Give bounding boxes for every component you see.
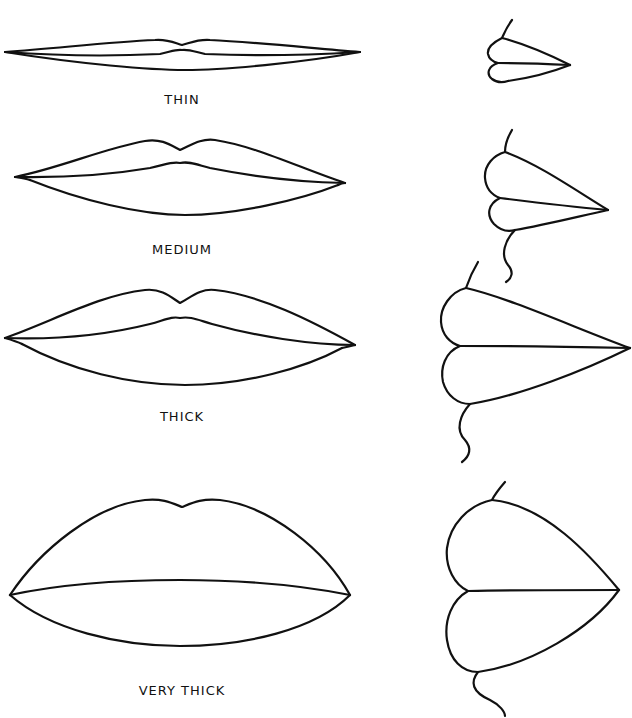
thin-lips-side <box>488 20 570 82</box>
thick-lips-front <box>5 290 355 385</box>
medium-label: MEDIUM <box>152 242 212 257</box>
very-thick-label: VERY THICK <box>139 683 226 698</box>
thick-lips-side <box>441 262 630 462</box>
thick-label: THICK <box>160 409 204 424</box>
medium-lips-front <box>15 140 345 215</box>
very-thick-lips-side <box>446 482 619 716</box>
thin-lips-front <box>5 40 360 70</box>
very-thick-lips-front <box>10 500 350 646</box>
medium-lips-side <box>485 130 608 282</box>
thin-label: THIN <box>164 92 199 107</box>
